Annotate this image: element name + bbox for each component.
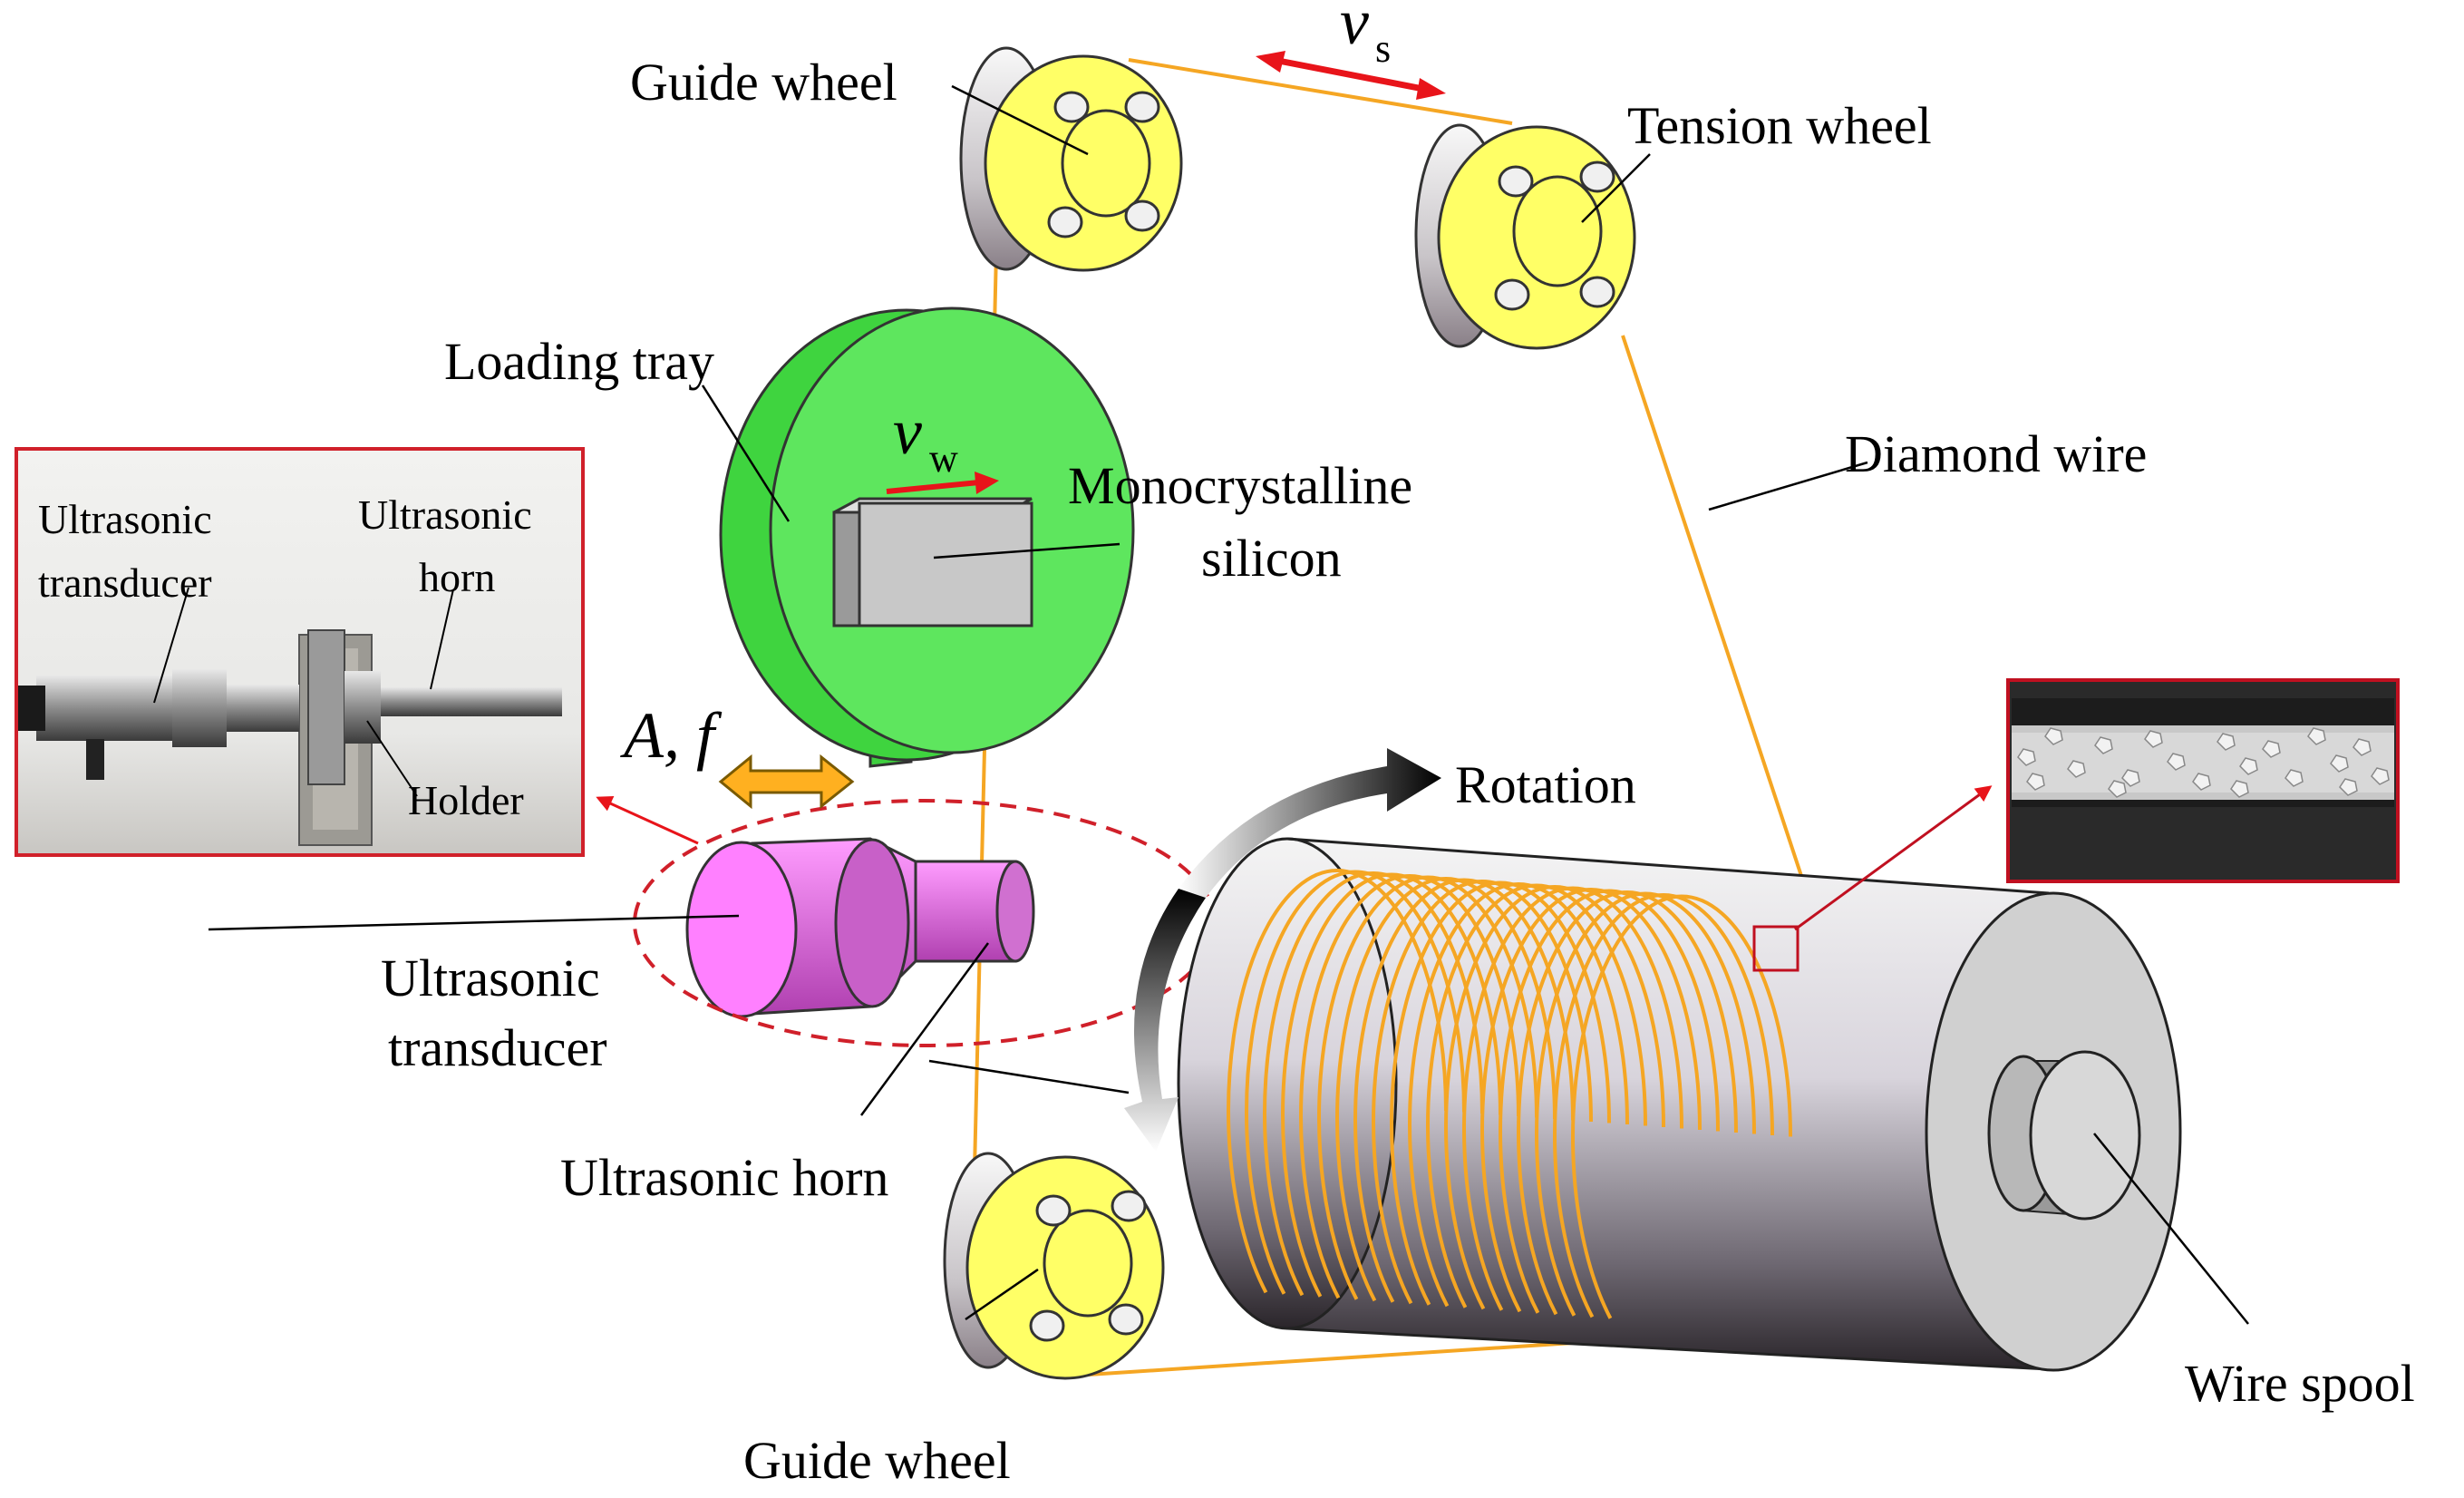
wire-spool-label: Wire spool [2185, 1354, 2415, 1413]
diamond-wire-label: Diamond wire [1845, 424, 2147, 483]
diamond-grit [2067, 760, 2086, 778]
diamond-grit [2330, 754, 2349, 773]
ultrasonic-transducer-model [685, 837, 1035, 1018]
wire-windings [1227, 869, 1792, 1379]
diamond-grit [2371, 767, 2390, 785]
wire-winding [1571, 894, 1792, 1379]
photo-transducer-line1: Ultrasonic [38, 496, 212, 542]
photo-leader-lines [153, 587, 454, 797]
wire-winding [1499, 889, 1720, 1374]
wire-winding [1408, 882, 1629, 1367]
silicon-label-line1: Monocrystalline [1068, 456, 1412, 515]
photo-horn-line1: Ultrasonic [358, 491, 532, 538]
diamond-grit [2307, 727, 2326, 745]
wire-winding [1444, 885, 1665, 1369]
photo-inset [15, 447, 585, 857]
silicon-block [832, 497, 1033, 627]
vw-subscript: w [929, 436, 958, 481]
photo-arrow [596, 796, 699, 845]
diamond-grit [2167, 753, 2186, 771]
guide-wheel-bottom-label: Guide wheel [743, 1431, 1011, 1490]
vibration-arrow [718, 754, 855, 810]
diamond-grit [2121, 769, 2140, 787]
tension-wheel [1414, 123, 1636, 350]
silicon-label-line2: silicon [1201, 529, 1342, 588]
vs-subscript: s [1375, 26, 1391, 71]
photo-holder-label: Holder [408, 777, 524, 823]
sem-wire-inset [2006, 678, 2400, 883]
diamond-grit [2026, 773, 2045, 791]
vs-symbol: v [1340, 0, 1369, 58]
amplitude-frequency-label: A, f [620, 699, 723, 772]
ultrasonic-horn-label: Ultrasonic horn [560, 1148, 888, 1207]
photo-horn-line2: horn [419, 554, 495, 600]
vw-arrow [886, 472, 999, 494]
diamond-grit [2017, 748, 2036, 766]
diamond-grit [2094, 736, 2113, 754]
wire-winding [1480, 888, 1702, 1372]
wire-winding [1517, 890, 1738, 1375]
diamond-grit [2262, 740, 2281, 758]
diamond-grit [2339, 778, 2358, 796]
diamond-grit [2239, 757, 2258, 775]
diamond-grit [2352, 738, 2372, 756]
diamond-grit [2285, 769, 2304, 787]
wire-winding [1426, 883, 1647, 1368]
wire-winding [1462, 886, 1683, 1371]
diamond-grit [2192, 773, 2211, 791]
zoom-marker [1752, 925, 1799, 972]
zoom-arrow [1794, 785, 1993, 931]
diamond-grit [2217, 733, 2236, 751]
diamond-grit [2044, 727, 2063, 745]
wire-winding [1372, 880, 1593, 1364]
wire-winding [1535, 891, 1756, 1376]
rotation-arrow [1124, 748, 1441, 1152]
guide-wheel-bottom [943, 1152, 1165, 1380]
guide-wheel-top-label: Guide wheel [630, 53, 897, 112]
tension-wheel-label: Tension wheel [1627, 96, 1932, 155]
wire-winding [1390, 880, 1611, 1366]
diamond-grit [2230, 780, 2249, 798]
diamond-grit [2108, 780, 2127, 798]
vw-symbol: v [893, 395, 922, 468]
photo-transducer-line2: transducer [38, 559, 212, 606]
vs-arrow [1256, 51, 1446, 100]
rotation-label: Rotation [1455, 755, 1636, 814]
loading-tray-label: Loading tray [444, 332, 714, 391]
leader-lines [208, 84, 2249, 1325]
transducer-label-line1: Ultrasonic [381, 948, 600, 1007]
transducer-label-line2: transducer [388, 1018, 607, 1077]
guide-wheel-top [959, 46, 1183, 272]
diamond-grit [2144, 730, 2163, 748]
wire-winding [1553, 893, 1774, 1377]
